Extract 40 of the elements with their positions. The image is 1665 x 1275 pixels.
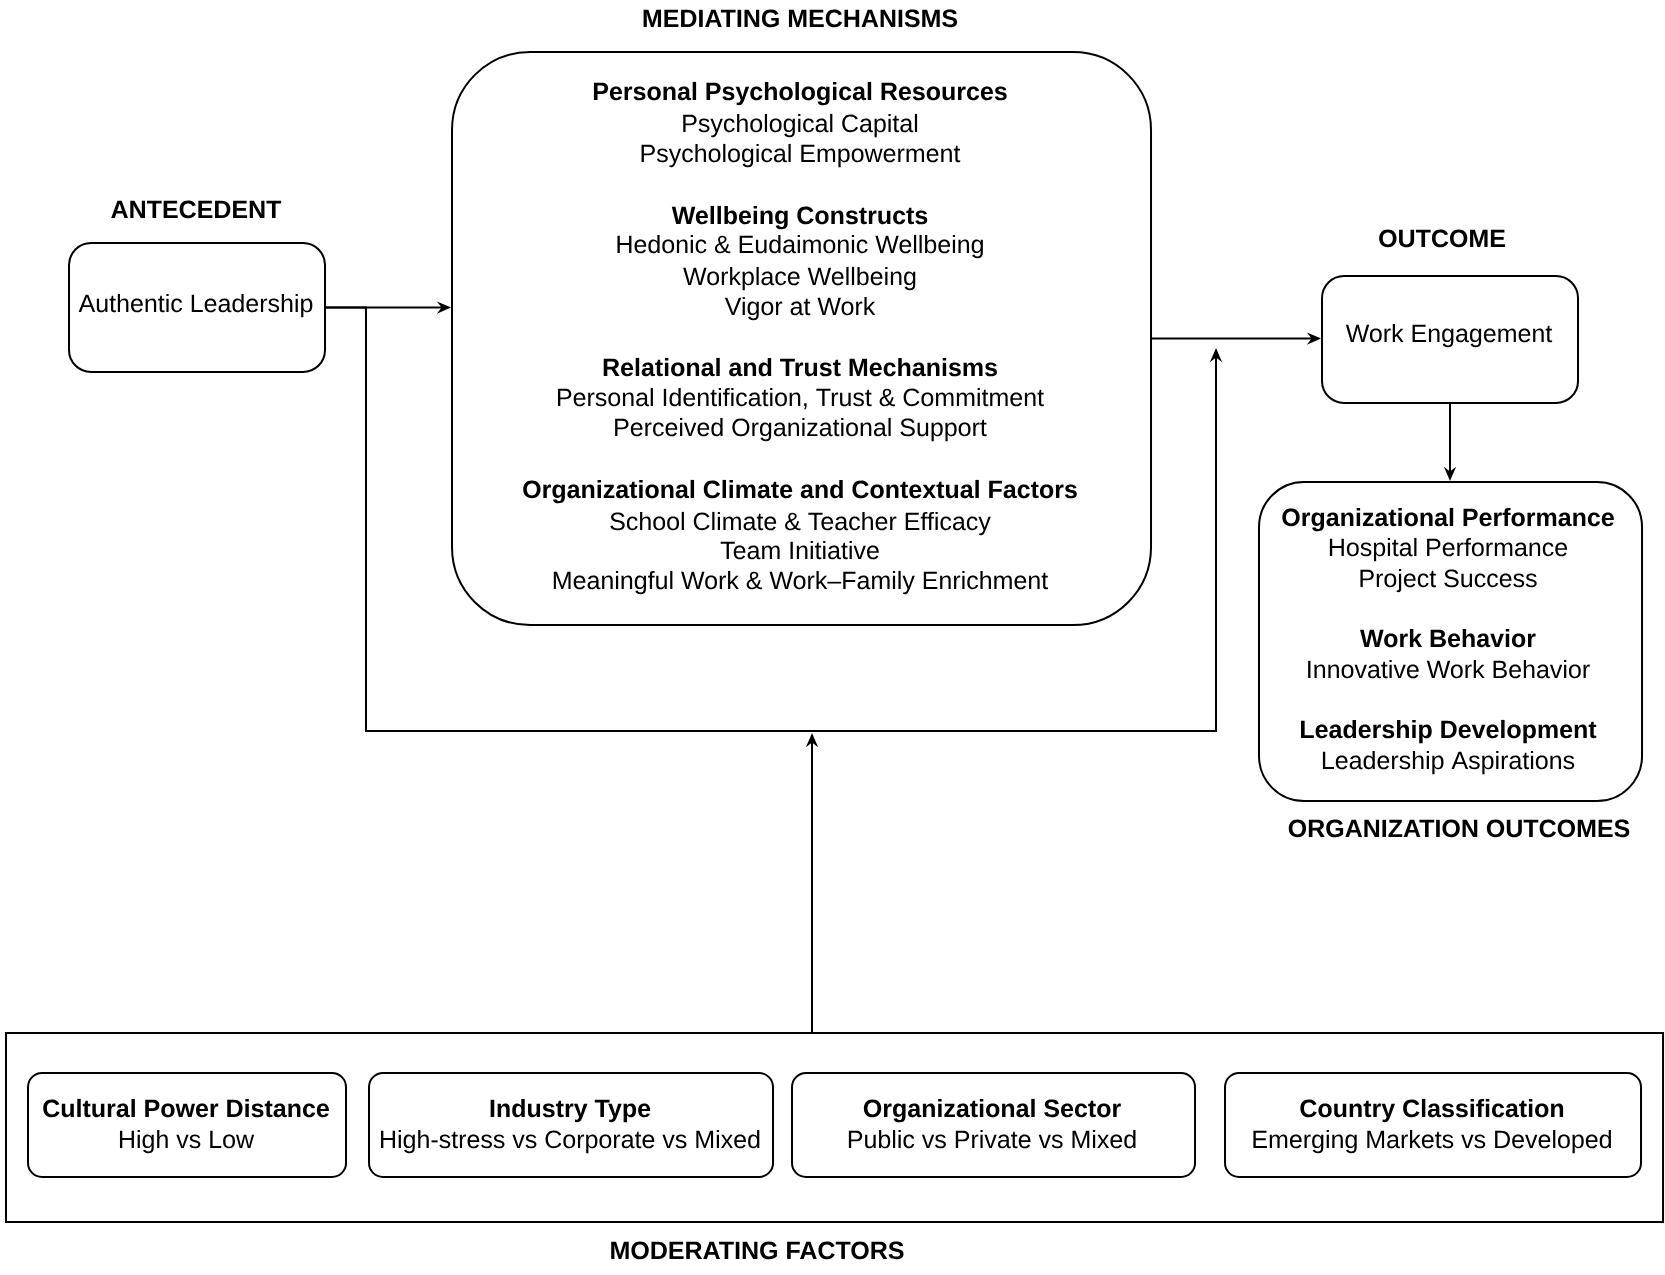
- item-text: Emerging Markets vs Developed: [1253, 1129, 1611, 1154]
- item-text: Authentic Leadership: [78, 293, 313, 318]
- section-heading: Organizational Climate and Contextual Factors: [523, 479, 1077, 504]
- item-text: Vigor at Work: [724, 296, 876, 321]
- group-heading: ORGANIZATION OUTCOMES: [1288, 819, 1630, 838]
- item-text: Innovative Work Behavior: [1308, 659, 1590, 679]
- section-heading: Work Behavior: [1360, 628, 1536, 648]
- item-text: Leadership Aspirations: [1322, 750, 1575, 775]
- item-text: Hedonic & Eudaimonic Wellbeing: [617, 234, 983, 259]
- item-text: Psychological Empowerment: [641, 143, 961, 168]
- item-text: School Climate & Teacher Efficacy: [610, 511, 991, 536]
- item-text: Team Initiative: [720, 540, 879, 560]
- item-text: Work Engagement: [1345, 323, 1553, 348]
- item-text: Perceived Organizational Support: [615, 417, 987, 442]
- section-heading: Country Classification: [1300, 1098, 1564, 1123]
- section-heading: Personal Psychological Resources: [593, 81, 1007, 106]
- section-heading: Organizational Sector: [863, 1098, 1121, 1123]
- group-heading: MODERATING FACTORS: [611, 1241, 904, 1260]
- item-text: Personal Identification, Trust & Commitment: [558, 387, 1044, 410]
- item-text: Project Success: [1360, 568, 1537, 593]
- rounded-box: [791, 1072, 1196, 1178]
- item-text: Hospital Performance: [1329, 537, 1568, 562]
- section-heading: Leadership Development: [1301, 719, 1597, 744]
- group-heading: ANTECEDENT: [111, 200, 282, 219]
- rounded-box: [27, 1072, 347, 1178]
- item-text: Meaningful Work & Work–Family Enrichment: [553, 570, 1048, 595]
- item-text: High vs Low: [119, 1129, 255, 1154]
- rounded-box: [368, 1072, 774, 1178]
- section-heading: Industry Type: [490, 1098, 651, 1123]
- section-heading: Cultural Power Distance: [43, 1098, 329, 1118]
- item-text: Workplace Wellbeing: [683, 266, 916, 291]
- section-heading: Organizational Performance: [1282, 507, 1614, 532]
- item-text: Public vs Private vs Mixed: [848, 1129, 1136, 1149]
- item-text: High-stress vs Corporate vs Mixed: [381, 1129, 760, 1154]
- group-heading: OUTCOME: [1379, 229, 1505, 248]
- rounded-box: [1224, 1072, 1642, 1178]
- item-text: Psychological Capital: [683, 113, 918, 138]
- section-heading: Relational and Trust Mechanisms: [603, 357, 997, 377]
- group-heading: MEDIATING MECHANISMS: [643, 9, 958, 28]
- section-heading: Wellbeing Constructs: [671, 205, 928, 230]
